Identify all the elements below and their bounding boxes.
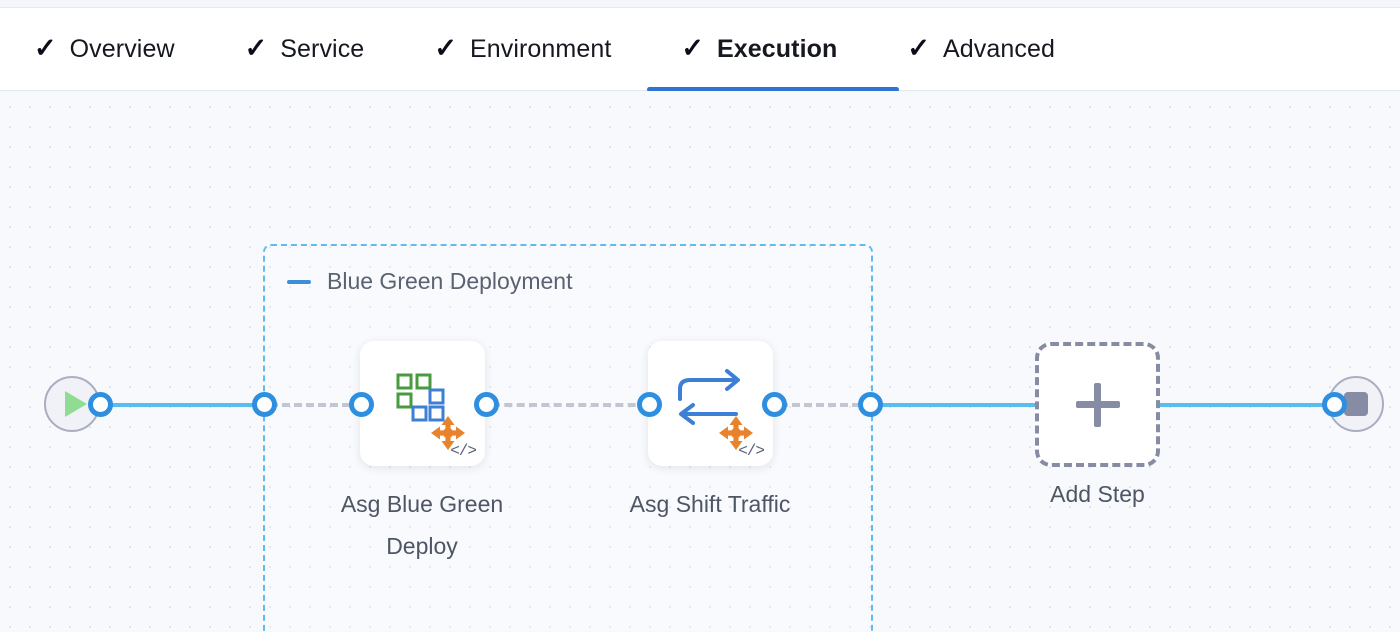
connector-end-in[interactable] — [1322, 392, 1347, 417]
plus-icon-vertical — [1094, 382, 1101, 427]
stage-group-blue-green-deployment[interactable] — [263, 244, 873, 631]
end-node[interactable] — [1328, 376, 1384, 432]
connector-step-2-in[interactable] — [637, 392, 662, 417]
stop-icon — [1344, 392, 1368, 416]
add-step-label: Add Step — [1050, 481, 1145, 507]
play-icon — [64, 391, 87, 417]
asg-blue-green-deploy-icon — [396, 373, 465, 450]
edge-group-to-add-step — [876, 403, 1038, 407]
code-badge-icon: </> — [450, 442, 477, 460]
stage-group-title: Blue Green Deployment — [327, 268, 573, 294]
connector-group-out[interactable] — [858, 392, 883, 417]
edge-step-1-to-step-2 — [492, 403, 648, 407]
tab-advanced[interactable]: ✓ Advanced — [907, 8, 1081, 90]
tab-environment[interactable]: ✓ Environment — [434, 8, 637, 90]
tab-execution[interactable]: ✓ Execution — [647, 8, 900, 92]
tab-label: Advanced — [943, 34, 1056, 63]
check-icon: ✓ — [244, 32, 268, 63]
check-icon: ✓ — [907, 32, 931, 63]
edge-add-step-to-end — [1158, 403, 1330, 407]
connector-step-1-out[interactable] — [474, 392, 499, 417]
tab-label: Environment — [469, 34, 612, 63]
minus-icon[interactable] — [287, 279, 311, 284]
connector-group-in[interactable] — [252, 392, 277, 417]
step-node-asg-blue-green-deploy[interactable]: </> — [360, 341, 485, 466]
step-node-asg-shift-traffic[interactable]: </> — [648, 341, 773, 466]
edge-group-to-step-1 — [270, 403, 362, 407]
add-step-button[interactable] — [1035, 342, 1160, 467]
tab-label: Service — [280, 34, 365, 63]
window-top-strip — [0, 0, 1400, 8]
check-icon: ✓ — [681, 32, 705, 63]
connector-step-1-in[interactable] — [349, 392, 374, 417]
code-badge-icon: </> — [738, 442, 765, 460]
pipeline-canvas[interactable]: Blue Green Deployment </> — [0, 91, 1400, 631]
check-icon: ✓ — [434, 32, 457, 63]
connector-step-2-out[interactable] — [762, 392, 787, 417]
tab-label: Overview — [69, 34, 175, 63]
edge-start-to-group — [101, 403, 265, 407]
stage-group-header[interactable]: Blue Green Deployment — [287, 268, 572, 295]
check-icon: ✓ — [34, 32, 57, 63]
tab-label: Execution — [717, 34, 838, 63]
wizard-tab-bar: ✓ Overview ✓ Service ✓ Environment ✓ Exe… — [0, 8, 1400, 92]
tab-service[interactable]: ✓ Service — [245, 8, 391, 90]
tab-underline — [647, 87, 900, 92]
step-label-asg-shift-traffic: Asg Shift Traffic — [629, 491, 791, 517]
edge-step-2-to-group-end — [780, 403, 872, 407]
asg-shift-traffic-icon — [678, 369, 753, 450]
tab-overview[interactable]: ✓ Overview — [34, 8, 201, 90]
connector-start-out[interactable] — [88, 392, 113, 417]
step-label-asg-blue-green-deploy: Asg Blue Green Deploy — [340, 491, 504, 559]
